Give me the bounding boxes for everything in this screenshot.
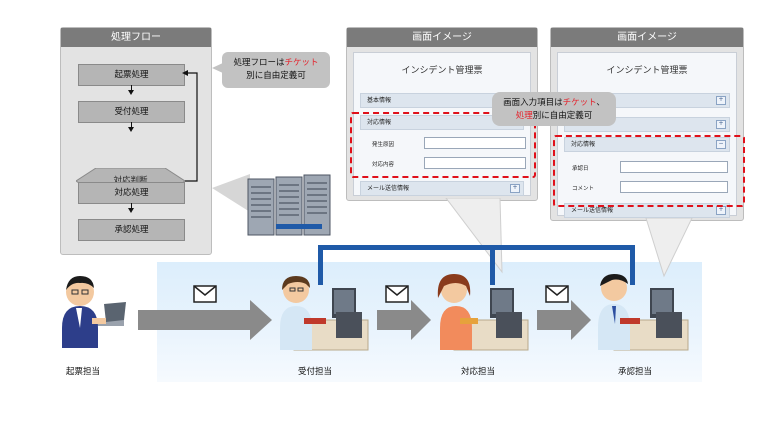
flow-connector bbox=[130, 85, 132, 91]
flow-arrow-icon bbox=[128, 208, 134, 213]
flow-step-filing: 起票処理 bbox=[78, 64, 185, 86]
approval-date-field[interactable] bbox=[620, 161, 728, 173]
incident-form-title-2: インシデント管理票 bbox=[606, 66, 688, 76]
flow-step-accept: 受付処理 bbox=[78, 101, 185, 123]
network-line bbox=[490, 245, 495, 285]
flow-connector bbox=[130, 203, 132, 209]
section-label: 対応情報 bbox=[367, 119, 392, 126]
field-label-comment: コメント bbox=[572, 186, 595, 192]
screen-callout: 画面入力項目はチケット、 処理別に自由定義可 bbox=[492, 92, 616, 126]
panel1-pointer bbox=[445, 198, 503, 274]
action-field[interactable] bbox=[424, 157, 526, 169]
expand-icon[interactable]: + bbox=[716, 96, 726, 105]
flow-step-approval: 承認処理 bbox=[78, 219, 185, 241]
person-responder-icon bbox=[437, 274, 529, 351]
network-line bbox=[276, 224, 322, 229]
mail-icon bbox=[545, 285, 569, 303]
screen-callout-highlight-2: 処理 bbox=[515, 111, 533, 121]
expand-icon[interactable]: + bbox=[716, 206, 726, 215]
process-arrow-1 bbox=[138, 300, 272, 340]
flow-loop-back-line bbox=[182, 70, 198, 182]
screen-callout-text-2: 別に自由定義可 bbox=[532, 111, 593, 121]
person-approver-icon bbox=[598, 274, 689, 351]
field-label-action: 対応内容 bbox=[372, 162, 395, 168]
section-label: メール送信情報 bbox=[367, 185, 410, 192]
flow-arrow-icon bbox=[128, 90, 134, 95]
flow-callout-highlight: チケット bbox=[284, 58, 319, 68]
expand-icon[interactable]: + bbox=[510, 184, 520, 193]
network-line bbox=[630, 245, 635, 285]
incident-form-title-1: インシデント管理票 bbox=[401, 66, 483, 76]
flow-arrow-icon bbox=[128, 127, 134, 132]
highlight-dashed-box-2 bbox=[553, 135, 745, 207]
person-receiver-icon bbox=[280, 276, 369, 351]
field-label-cause: 発生原因 bbox=[372, 142, 395, 148]
flow-step-response: 対応処理 bbox=[78, 182, 185, 204]
highlight-dashed-box-1 bbox=[350, 112, 536, 178]
collapse-icon[interactable]: − bbox=[716, 140, 726, 149]
network-line bbox=[318, 245, 323, 285]
section-mail-info[interactable]: メール送信情報 + bbox=[360, 181, 524, 196]
server-icon bbox=[247, 174, 331, 236]
role-label-filer: 起票担当 bbox=[66, 367, 101, 377]
flow-step-decision: 対応判断 bbox=[113, 176, 148, 186]
process-arrow-2 bbox=[377, 300, 431, 340]
flow-callout-pointer bbox=[212, 62, 225, 74]
section-response-info-2[interactable]: 対応情報 − bbox=[564, 137, 730, 152]
server-pointer bbox=[212, 174, 250, 212]
comment-field[interactable] bbox=[620, 181, 728, 193]
field-label-approval-date: 承認日 bbox=[572, 166, 589, 172]
flow-callout-text: 処理フローは bbox=[233, 58, 285, 68]
process-flow-title: 処理フロー bbox=[61, 28, 211, 47]
person-filer-icon bbox=[62, 276, 126, 348]
cause-field[interactable] bbox=[424, 137, 526, 149]
panel2-pointer bbox=[645, 218, 693, 278]
section-label: メール送信情報 bbox=[571, 207, 614, 214]
network-line bbox=[318, 245, 634, 250]
incident-form-2: インシデント管理票 + + 対応情報 − 承認日 コメント メール送信情報 + bbox=[557, 52, 737, 218]
screen-image-title-1: 画面イメージ bbox=[347, 28, 537, 47]
role-label-responder: 対応担当 bbox=[461, 367, 496, 377]
mail-icon bbox=[193, 285, 217, 303]
process-arrow-3 bbox=[537, 300, 591, 340]
screen-callout-text-sep: 、 bbox=[596, 98, 605, 108]
role-label-approver: 承認担当 bbox=[618, 367, 653, 377]
flow-callout-text-2: 別に自由定義可 bbox=[246, 71, 306, 81]
flow-callout: 処理フローはチケット 別に自由定義可 bbox=[222, 52, 330, 88]
expand-icon[interactable]: + bbox=[716, 120, 726, 129]
screen-callout-text: 画面入力項目は bbox=[503, 98, 563, 108]
role-label-receiver: 受付担当 bbox=[298, 367, 333, 377]
mail-icon bbox=[385, 285, 409, 303]
section-label: 対応情報 bbox=[571, 141, 596, 148]
screen-callout-highlight: チケット bbox=[562, 98, 597, 108]
flow-connector bbox=[130, 122, 132, 128]
section-label: 基本情報 bbox=[367, 97, 392, 104]
process-flow-panel: 処理フロー 起票処理 受付処理 対応判断 対応処理 承認処理 bbox=[60, 27, 212, 255]
screen-image-title-2: 画面イメージ bbox=[551, 28, 743, 47]
